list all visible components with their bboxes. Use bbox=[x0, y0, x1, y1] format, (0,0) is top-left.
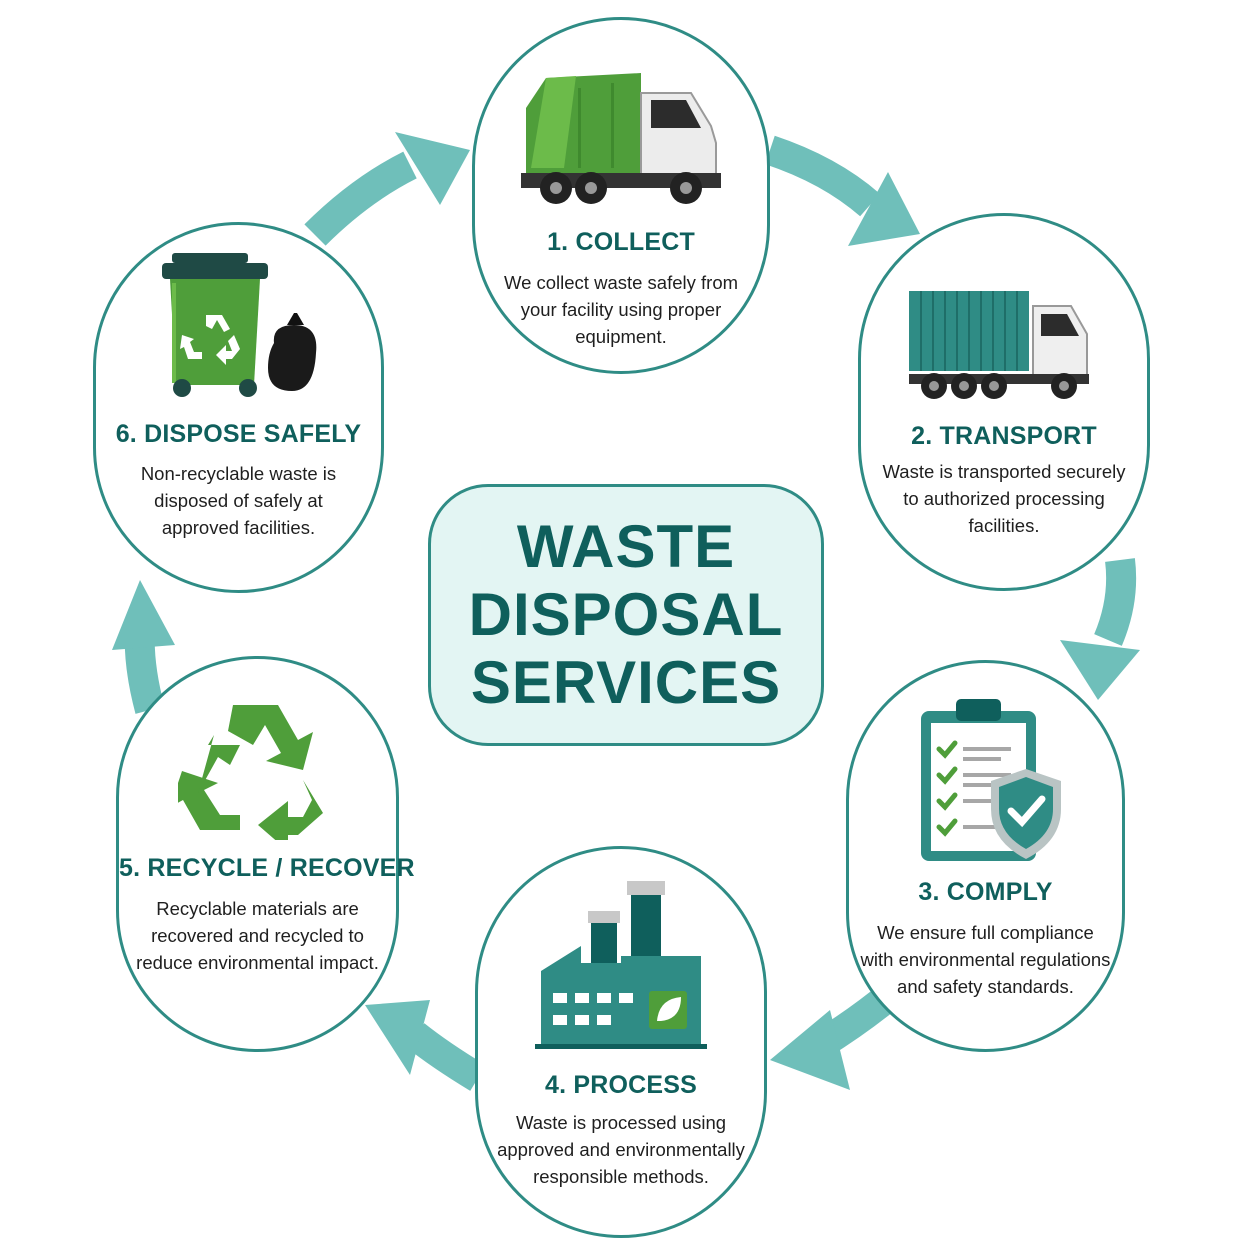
recycle-icon bbox=[119, 695, 396, 840]
step-description: Waste is transported securely to authori… bbox=[882, 461, 1126, 536]
step-description: Waste is processed using approved and en… bbox=[497, 1112, 745, 1187]
step-title: 6. DISPOSE SAFELY bbox=[115, 420, 362, 448]
step-description: We ensure full compliance with environme… bbox=[860, 922, 1111, 997]
transport-truck-icon bbox=[861, 286, 1147, 406]
arrowhead-comply bbox=[1060, 640, 1140, 700]
arrowhead-process bbox=[770, 1010, 850, 1090]
step-description: Recyclable materials are recovered and r… bbox=[136, 898, 379, 973]
arrowhead-collect bbox=[395, 132, 470, 205]
arrowhead-transport bbox=[848, 172, 920, 246]
step-title: 1. COLLECT bbox=[547, 228, 695, 256]
step-collect: 1. COLLECT We collect waste safely from … bbox=[472, 17, 770, 374]
step-title: 4. PROCESS bbox=[544, 1071, 698, 1099]
step-recycle-recover: 5. RECYCLE / RECOVER Recyclable material… bbox=[116, 656, 415, 1052]
main-title: WASTE DISPOSAL SERVICES bbox=[468, 513, 784, 716]
arrow-dispose-to-collect bbox=[304, 151, 417, 246]
arrow-process-to-recycle bbox=[405, 1023, 486, 1091]
step-title: 2. TRANSPORT bbox=[911, 422, 1097, 450]
center-title-box: WASTE DISPOSAL SERVICES bbox=[428, 484, 824, 746]
step-title: 5. RECYCLE / RECOVER bbox=[119, 854, 415, 882]
arrow-transport-to-comply bbox=[1094, 558, 1137, 646]
compliance-clipboard-icon bbox=[849, 691, 1122, 866]
step-dispose-safely: 6. DISPOSE SAFELY Non-recyclable waste i… bbox=[93, 222, 384, 593]
step-title: 3. COMPLY bbox=[918, 878, 1053, 906]
waste-bin-icon bbox=[96, 253, 381, 403]
step-comply: 3. COMPLY We ensure full compliance with… bbox=[846, 660, 1125, 1052]
factory-icon bbox=[478, 881, 764, 1051]
step-description: Non-recyclable waste is disposed of safe… bbox=[140, 463, 337, 538]
step-process: 4. PROCESS Waste is processed using appr… bbox=[475, 846, 767, 1238]
garbage-truck-icon bbox=[475, 68, 767, 208]
arrowhead-recycle bbox=[365, 1000, 430, 1075]
arrow-collect-to-transport bbox=[765, 135, 880, 217]
arrowhead-dispose bbox=[112, 580, 175, 650]
step-transport: 2. TRANSPORT Waste is transported secure… bbox=[858, 213, 1150, 591]
step-description: We collect waste safely from your facili… bbox=[503, 272, 739, 347]
